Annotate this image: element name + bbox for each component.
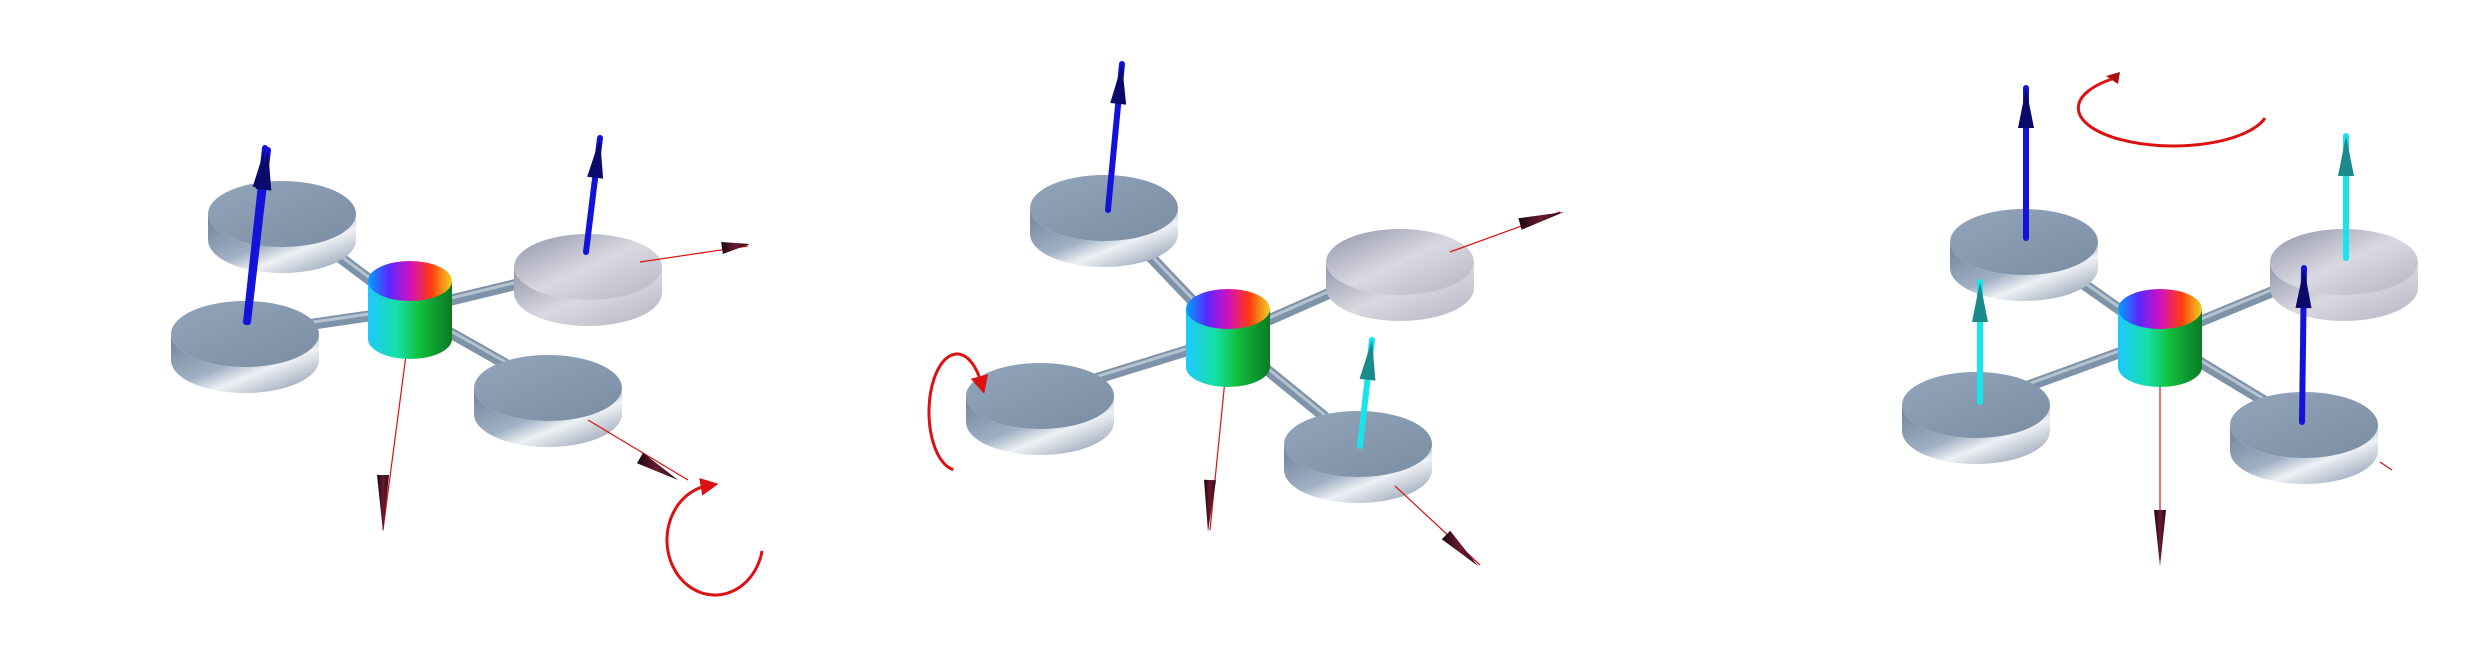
thrust-arrow-icon bbox=[587, 138, 604, 179]
rotor-disc-icon bbox=[2230, 392, 2378, 458]
rotor-disc-icon bbox=[514, 234, 662, 300]
hub-cylinder-icon bbox=[2118, 309, 2202, 387]
force-line-0 bbox=[1209, 369, 1227, 531]
thrust-arrow-icon bbox=[1110, 64, 1127, 105]
thrust-arrow-icon bbox=[1972, 282, 1988, 322]
rotor-side-1 bbox=[966, 396, 1114, 455]
force-cone-icon bbox=[377, 475, 389, 532]
panel-3 bbox=[1902, 72, 2418, 566]
rotor-side-1 bbox=[171, 334, 319, 393]
rotor-disc-icon bbox=[966, 363, 1114, 429]
force-cone-icon bbox=[1204, 479, 1216, 532]
rotor-side-2 bbox=[1326, 262, 1474, 321]
rotation-arrow-icon bbox=[927, 352, 989, 471]
rotor-disc-icon bbox=[474, 355, 622, 421]
hub-cylinder-icon bbox=[368, 281, 452, 359]
thrust-arrow-icon bbox=[1359, 340, 1376, 381]
thrust-arrow-icon bbox=[2018, 88, 2034, 128]
rotor-side-3 bbox=[1284, 444, 1432, 503]
rotor-side-0 bbox=[208, 214, 356, 273]
rotor-disc-icon bbox=[2270, 229, 2418, 295]
rotor-disc-icon bbox=[1030, 175, 1178, 241]
rotor-disc-icon bbox=[208, 181, 356, 247]
rotor-disc-icon bbox=[1902, 372, 2050, 438]
side-force-line-0 bbox=[2379, 461, 2393, 471]
panel-1 bbox=[171, 135, 764, 597]
force-line-0 bbox=[382, 339, 409, 531]
rotor-side-3 bbox=[2230, 425, 2378, 484]
hub-top bbox=[1186, 289, 1270, 329]
rotation-arrow-icon bbox=[2076, 76, 2267, 148]
hub-top bbox=[2118, 289, 2202, 329]
force-cone-icon bbox=[636, 452, 678, 480]
side-force-line-1 bbox=[587, 419, 689, 481]
rotor-side-3 bbox=[474, 388, 622, 447]
rotor-disc-icon bbox=[1950, 209, 2098, 275]
rotor-disc-icon bbox=[1326, 229, 1474, 295]
rotor-side-0 bbox=[1030, 208, 1178, 267]
force-cone-icon bbox=[1518, 212, 1564, 230]
rotor-side-1 bbox=[1902, 405, 2050, 464]
rotation-arrow-icon bbox=[665, 477, 764, 597]
force-cone-icon bbox=[2154, 510, 2166, 566]
thrust-arrow-icon bbox=[2338, 136, 2354, 176]
rotor-disc-icon bbox=[171, 301, 319, 367]
thrust-arrow-icon bbox=[2295, 268, 2312, 309]
hub-cylinder-icon bbox=[1186, 309, 1270, 387]
panel-2 bbox=[927, 61, 1564, 566]
force-cone-icon bbox=[1441, 530, 1478, 566]
rotor-side-0 bbox=[1950, 242, 2098, 301]
thrust-arrow-icon bbox=[255, 150, 272, 191]
force-cone-icon bbox=[721, 242, 750, 254]
rotor-side-2 bbox=[514, 267, 662, 326]
hub-top bbox=[368, 261, 452, 301]
rotation-arrow-head bbox=[2106, 72, 2120, 84]
